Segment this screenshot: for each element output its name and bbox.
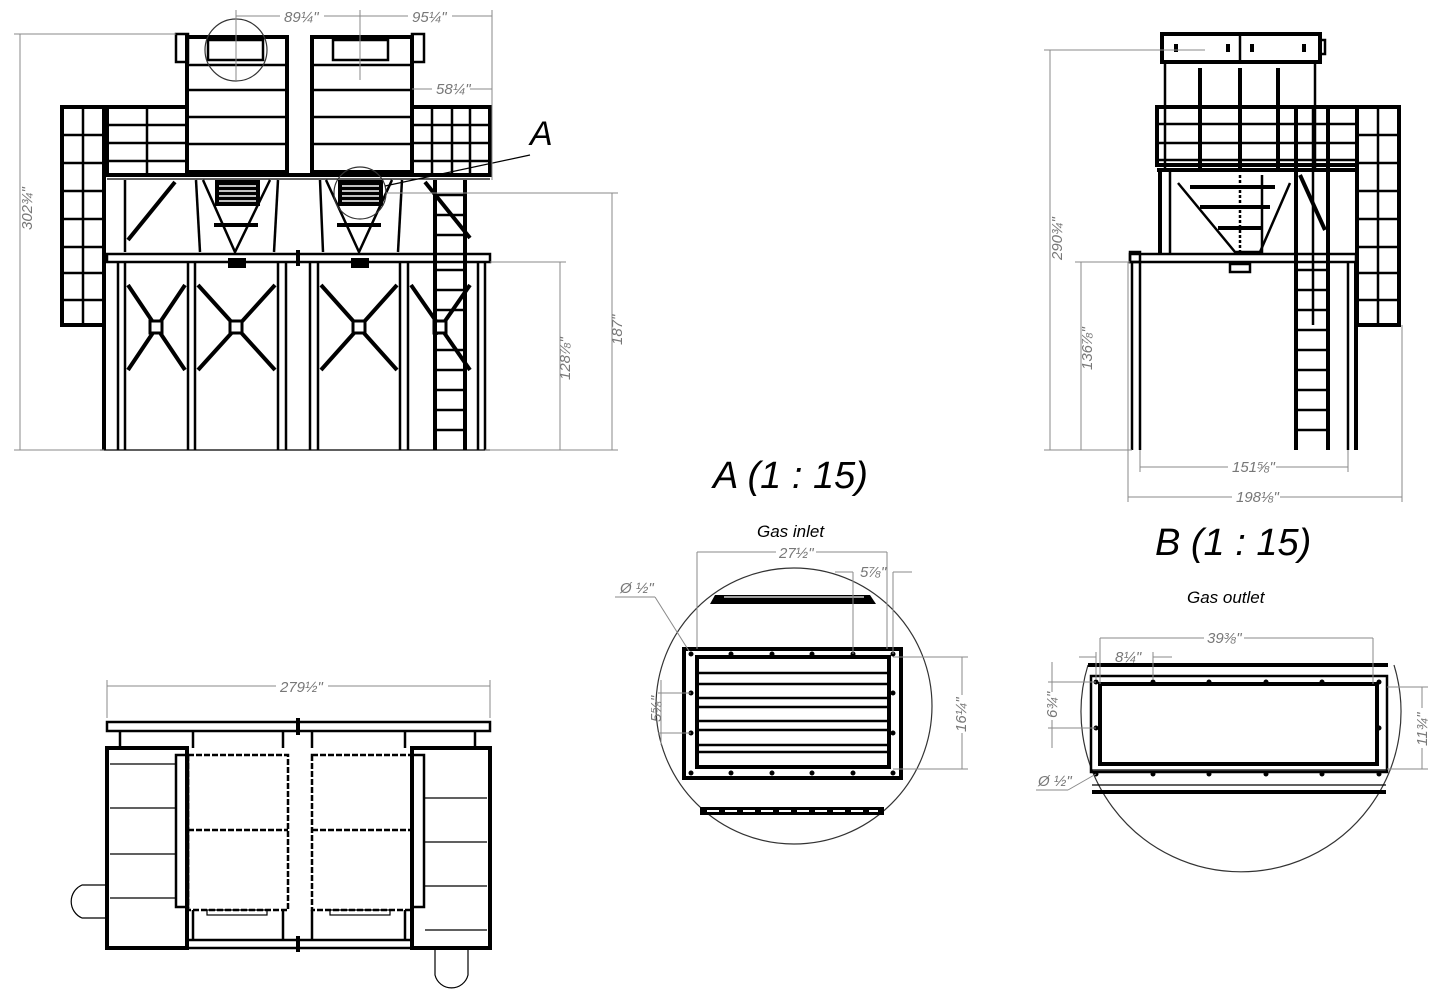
front-ladder [433,180,467,450]
dim-right-offset: 58¼" [436,81,471,98]
front-x-braces [126,283,472,372]
dim-side-platform-height: 136⅞" [1079,326,1096,370]
dim-b-width: 39⅜" [1207,630,1242,647]
dim-a-bolt-pitch: 5⅞" [860,564,887,581]
dim-a-height: 16¼" [953,697,970,732]
dim-side-overall-width: 198⅛" [1236,489,1280,506]
dim-b-hole-dia: Ø ½" [1037,773,1072,790]
front-right-hopper [318,166,404,268]
detail-a-dimensions: 27½" 5⅞" Ø ½" 5⅝" 16¼" [615,544,970,770]
dim-a-width: 27½" [778,545,814,562]
front-left-hopper [194,179,280,268]
dim-plan-overall-length: 279½" [279,679,324,696]
front-left-rack [60,105,106,327]
detail-a-bolts [688,651,896,776]
front-right-railing [410,105,492,177]
detail-b-bolts [1093,679,1382,777]
dim-a-vertical-pitch: 5⅝" [648,695,665,722]
dim-side-overall-height: 290¾" [1049,216,1066,261]
dim-top-right: 95¼" [412,9,447,26]
dim-b-vertical-pitch: 6¾" [1044,691,1061,718]
front-left-railing [105,105,189,177]
dim-inlet-height: 187" [609,314,626,345]
front-view: A 89¼" 95¼" 58¼" 302¾" 128⅞" 187" [14,8,626,451]
detail-b: B (1 : 15) Gas outlet 39⅜" 8¼" [1036,522,1431,873]
detail-b-title: B (1 : 15) [1155,522,1311,564]
detail-a-subtitle: Gas inlet [757,522,825,541]
front-legs [102,262,487,450]
detail-b-dimensions: 39⅜" 8¼" 6¾" 11¾" Ø ½" [1036,629,1431,791]
dim-platform-height: 128⅞" [557,336,574,380]
dim-b-height: 11¾" [1414,712,1431,746]
detail-b-subtitle: Gas outlet [1187,588,1266,607]
callout-a-label: A [528,115,553,153]
front-left-housing [174,10,289,174]
dim-top-left: 89¼" [284,9,319,26]
plan-view: 279½" [70,677,492,989]
dim-side-leg-span: 151⅝" [1232,459,1276,476]
dim-a-hole-dia: Ø ½" [619,580,654,597]
dim-overall-height: 302¾" [19,186,36,230]
detail-b-circle [1080,664,1402,873]
detail-a-circle [655,567,933,845]
detail-a: A (1 : 15) Gas inlet 27 [615,455,970,845]
detail-a-title: A (1 : 15) [711,455,868,497]
side-view: 290¾" 136⅞" 151⅝" 198⅛" [1044,32,1403,506]
side-dimensions: 290¾" 136⅞" 151⅝" 198⅛" [1044,49,1403,506]
front-dimensions: 89¼" 95¼" 58¼" 302¾" 128⅞" 187" [14,8,626,451]
dim-b-bolt-pitch: 8¼" [1115,649,1142,666]
front-right-housing [310,10,426,174]
